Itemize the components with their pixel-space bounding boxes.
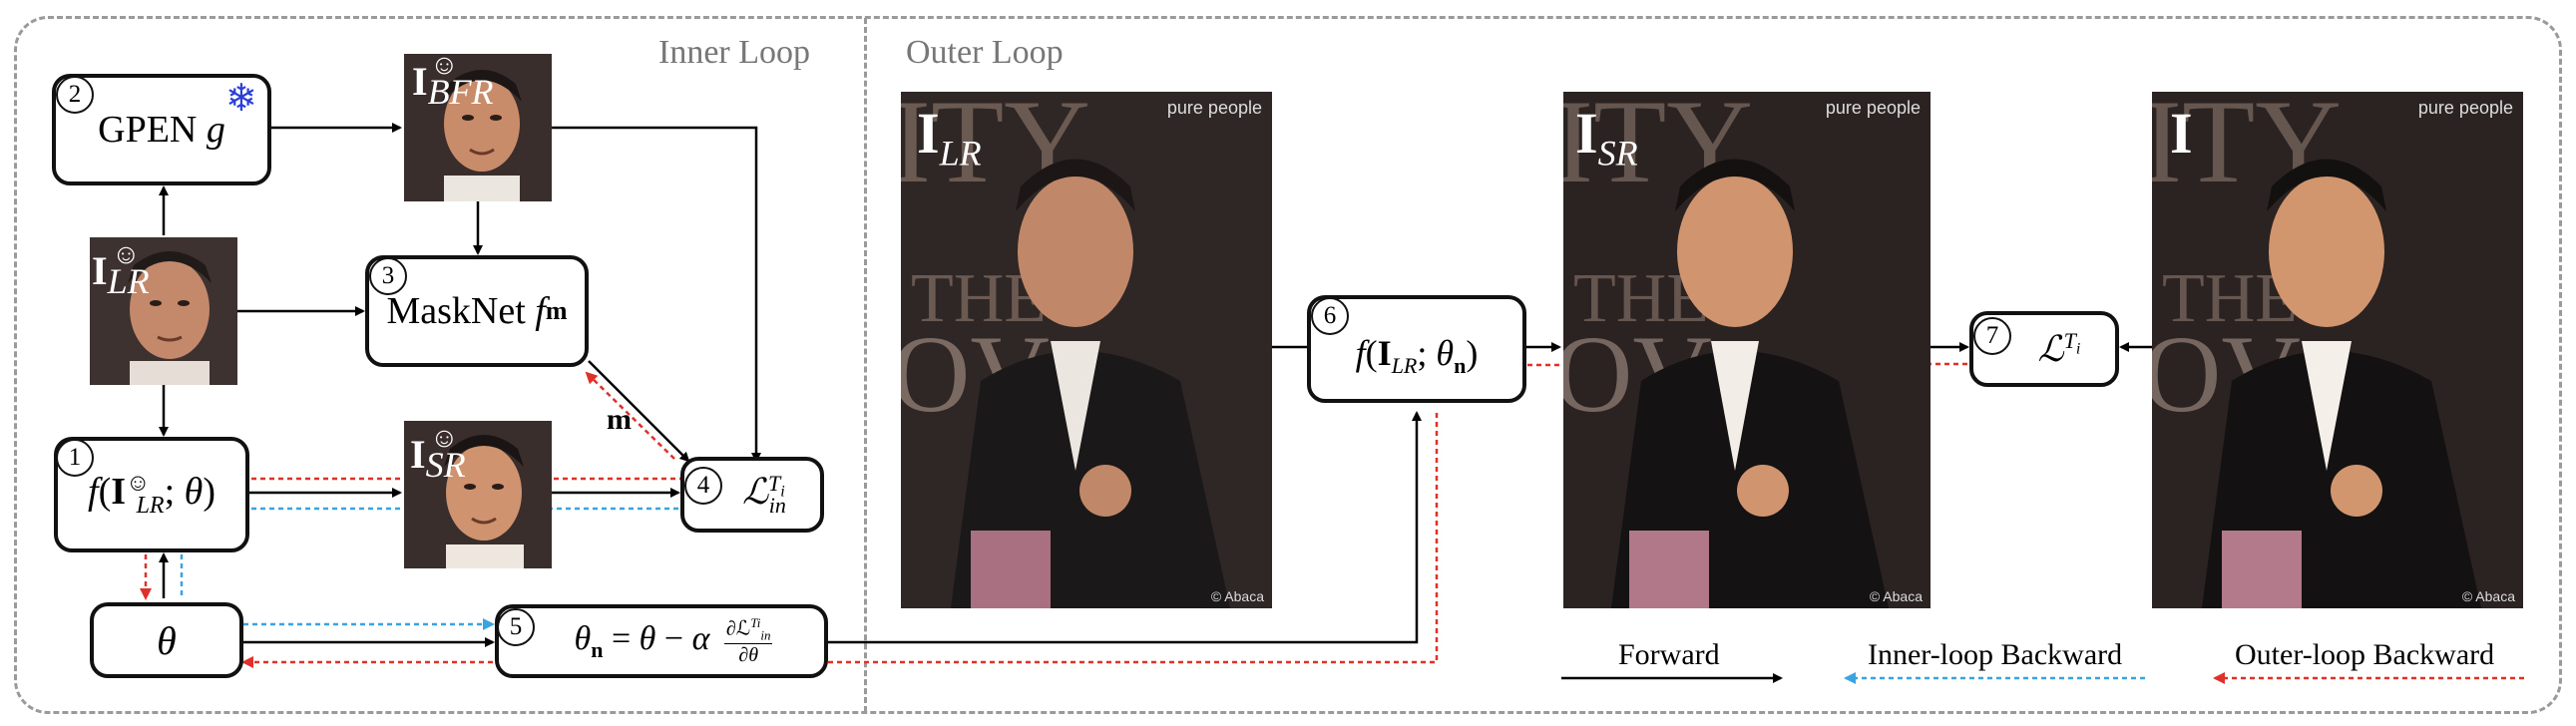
outer-frame xyxy=(14,16,2562,714)
smile-icon: ☺ xyxy=(430,54,459,81)
watermark-text: pure people xyxy=(1825,98,1921,118)
outer-loop-label: Outer Loop xyxy=(906,34,1064,71)
update-formula: θn = θ − α ∂ℒTiin ∂θ xyxy=(574,614,773,667)
bfr-image-label: IBFR xyxy=(412,59,494,112)
photo-credit: © Abaca xyxy=(2461,588,2515,604)
person-illustration: ITY THE OV xyxy=(1563,92,1931,608)
gt-photo-label: I xyxy=(2170,101,2193,166)
masknet-label: MaskNet xyxy=(386,290,526,332)
person-illustration: ITY THE OV xyxy=(2152,92,2523,608)
arrow-update-to-f-outer xyxy=(828,411,1422,644)
outer-loop-backward-paths xyxy=(140,362,1967,668)
inner-loop-backward-paths xyxy=(180,507,678,630)
inner-model-formula: f(I☺LR; θ) xyxy=(88,470,215,519)
outer-model-formula: f(ILR; θn) xyxy=(1355,333,1479,379)
person-illustration: ITY THE OV xyxy=(901,92,1272,608)
watermark-text: pure people xyxy=(1166,98,1262,118)
gpen-var: g xyxy=(206,109,225,151)
face-illustration xyxy=(90,237,237,385)
arrow-mask-to-loss xyxy=(588,360,690,463)
lr-image-label: ILR xyxy=(92,248,150,301)
lr-photo: ITY THE OV ILR pure people © Abaca xyxy=(901,92,1272,608)
step-number-6: 6 xyxy=(1311,297,1349,335)
loop-divider xyxy=(864,18,867,712)
sr-image-label: ISR xyxy=(410,432,466,485)
mask-edge-label: m xyxy=(607,403,632,436)
masknet-sub: m xyxy=(545,296,568,325)
inner-loss-formula: ℒTiin xyxy=(742,471,786,518)
step-number-3: 3 xyxy=(369,257,407,295)
legend-outer-backward-label: Outer-loop Backward xyxy=(2235,638,2495,671)
step-number-4: 4 xyxy=(684,467,722,505)
lr-photo-label: ILR xyxy=(917,101,982,174)
sr-face-image: ISR ☺ xyxy=(404,421,552,568)
photo-credit: © Abaca xyxy=(1210,588,1264,604)
face-illustration xyxy=(404,54,552,201)
smile-icon: ☺ xyxy=(112,239,141,270)
inner-loop-label: Inner Loop xyxy=(658,34,811,71)
step-number-7: 7 xyxy=(1973,317,2011,355)
sr-photo-label: ISR xyxy=(1575,101,1638,174)
arrow-bfr-to-loss xyxy=(552,126,761,463)
face-illustration xyxy=(404,421,552,568)
outer-model-node: f(ILR; θn) xyxy=(1307,295,1526,403)
sr-photo: ITY THE OV ISR pure people © Abaca xyxy=(1563,92,1931,608)
step-number-2: 2 xyxy=(56,76,94,114)
legend-inner-backward-label: Inner-loop Backward xyxy=(1868,638,2123,671)
snowflake-icon: ❄ xyxy=(225,78,257,120)
theta-node: θ xyxy=(90,602,243,678)
photo-credit: © Abaca xyxy=(1869,588,1923,604)
gpen-label: GPEN xyxy=(98,109,198,151)
step-number-5: 5 xyxy=(497,608,535,646)
outer-loss-formula: ℒTi xyxy=(2037,328,2081,369)
theta-symbol: θ xyxy=(157,617,177,663)
bfr-face-image: IBFR ☺ xyxy=(404,54,552,201)
smile-icon: ☺ xyxy=(430,423,459,454)
watermark-text: pure people xyxy=(2417,98,2513,118)
lr-face-image: ILR ☺ xyxy=(90,237,237,385)
step-number-1: 1 xyxy=(56,439,94,477)
masknet-var: f xyxy=(535,290,546,332)
gt-photo: ITY THE OV I pure people © Abaca xyxy=(2152,92,2523,608)
legend-forward-label: Forward xyxy=(1618,638,1720,671)
update-node: θn = θ − α ∂ℒTiin ∂θ xyxy=(495,604,828,678)
